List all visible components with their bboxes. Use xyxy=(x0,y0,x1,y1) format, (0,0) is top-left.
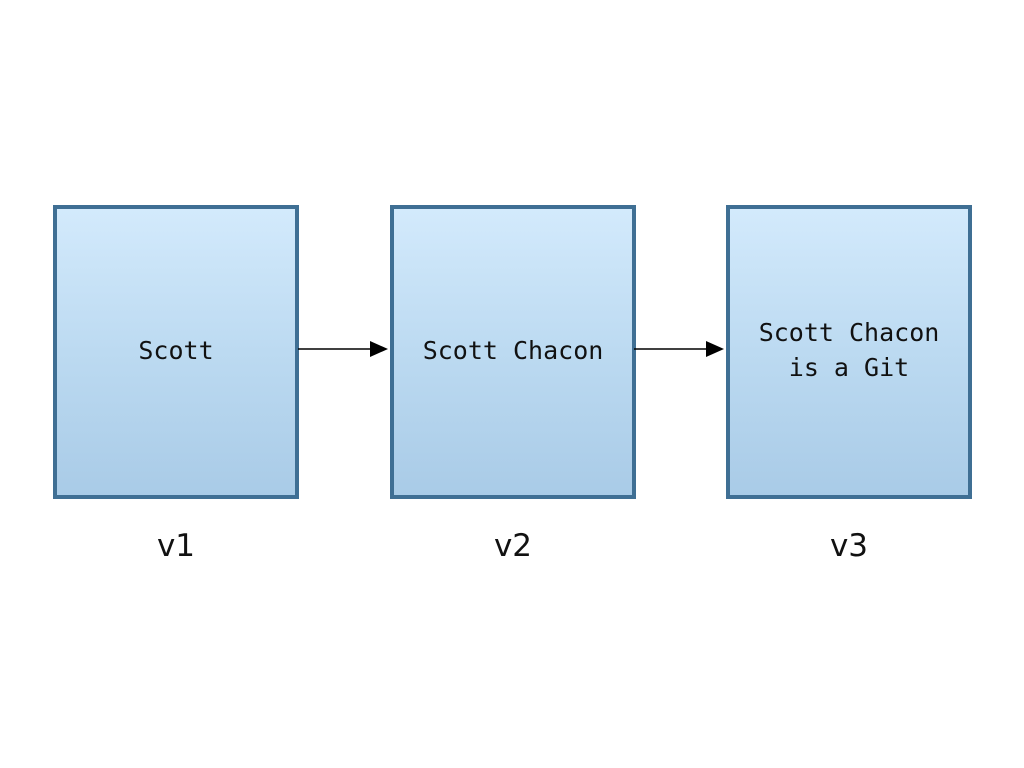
version-label-v2: v2 xyxy=(493,528,533,564)
arrow-v1-to-v2 xyxy=(298,341,388,357)
version-content-v2: Scott Chacon xyxy=(422,335,604,365)
version-content-v1: Scott xyxy=(138,335,214,365)
version-box-v2: Scott Chacon xyxy=(390,205,636,499)
version-label-v1: v1 xyxy=(156,528,196,564)
version-label-v3: v3 xyxy=(829,528,869,564)
version-content-v3: Scott Chacon is a Git xyxy=(758,318,940,382)
arrow-v2-to-v3 xyxy=(634,341,724,357)
version-box-v1: Scott xyxy=(53,205,299,499)
version-box-v3: Scott Chacon is a Git xyxy=(726,205,972,499)
